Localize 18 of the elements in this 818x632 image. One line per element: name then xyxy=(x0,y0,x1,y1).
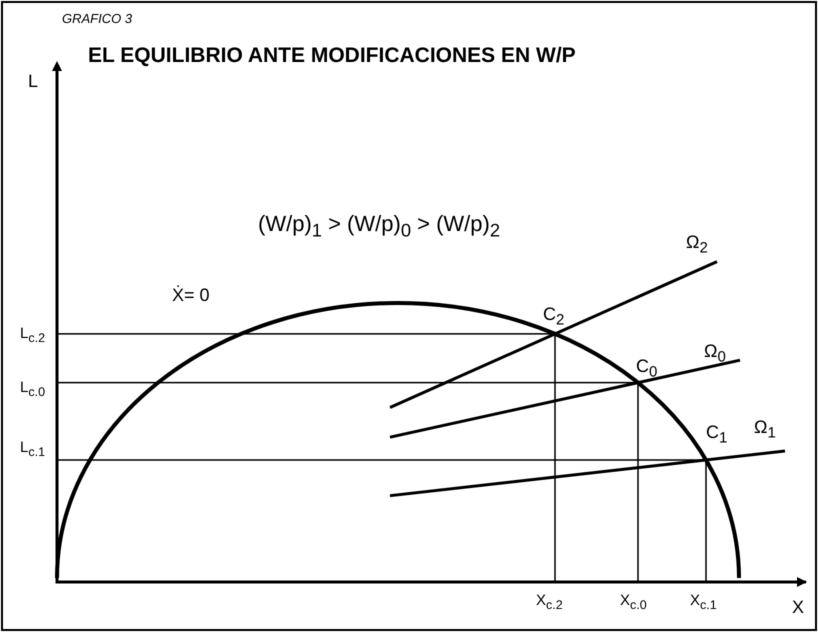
curve-label: Ẋ= 0 xyxy=(172,286,210,306)
tick-label: X$_{c.2}$ xyxy=(536,593,563,613)
line-label: Ω$_{2}$ xyxy=(686,233,708,258)
tick-label: X$_{c.1}$ xyxy=(690,593,717,613)
line-label: Ω$_{1}$ xyxy=(754,418,776,442)
axis-label: X xyxy=(792,598,804,618)
tick-label: X$_{c.0}$ xyxy=(620,593,647,613)
figure-number: GRAFICO 3 xyxy=(62,12,132,26)
line-label: Ω$_{0}$ xyxy=(704,342,726,366)
point-label: C$_{2}$ xyxy=(543,305,564,330)
chart-title: EL EQUILIBRIO ANTE MODIFICACIONES EN W/P xyxy=(88,44,576,68)
inequality-formula: (W/p)$_{1}$ > (W/p)$_{0}$ > (W/p)$_{2}$ xyxy=(258,212,500,241)
tick-label: L$_{c.1}$ xyxy=(20,440,46,460)
point-label: C$_{1}$ xyxy=(706,423,728,448)
tick-label: L$_{c.0}$ xyxy=(20,380,46,400)
axis-label: L xyxy=(28,72,38,92)
point-label: C$_{0}$ xyxy=(636,357,658,382)
tick-label: L$_{c.2}$ xyxy=(20,326,46,346)
